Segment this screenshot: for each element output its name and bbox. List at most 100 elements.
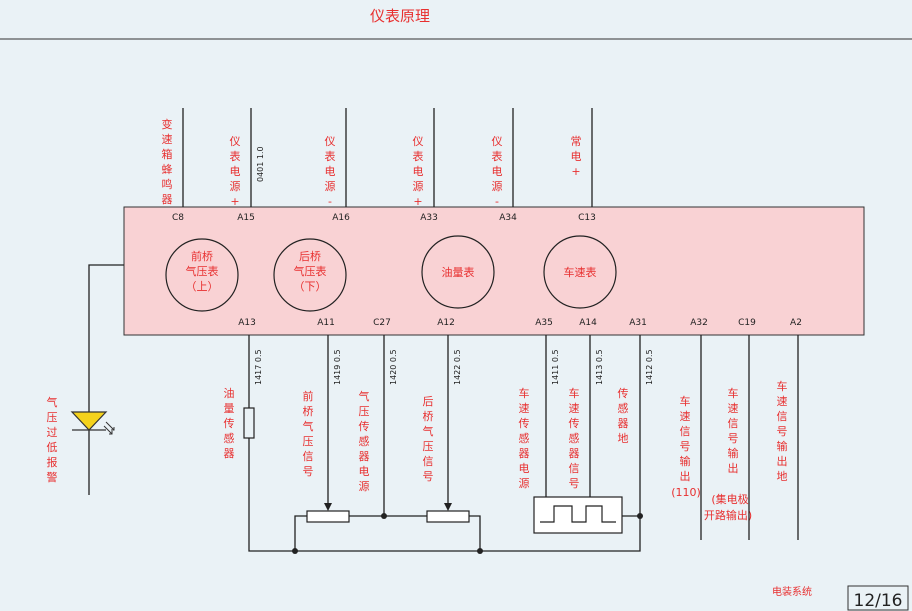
svg-text:传: 传 xyxy=(359,420,370,433)
svg-text:传: 传 xyxy=(519,417,530,430)
pin-A31: A31 xyxy=(629,318,647,328)
svg-text:速: 速 xyxy=(680,410,691,423)
svg-text:仪: 仪 xyxy=(230,135,241,148)
svg-text:输: 输 xyxy=(777,439,788,453)
svg-text:信: 信 xyxy=(303,450,314,463)
speed-sensor xyxy=(533,496,623,534)
svg-text:速: 速 xyxy=(162,133,173,146)
svg-text:电: 电 xyxy=(571,150,582,163)
svg-text:前桥: 前桥 xyxy=(191,249,213,263)
svg-text:感: 感 xyxy=(569,432,580,445)
page-number: 12/16 xyxy=(854,591,903,611)
fuel-sensor-resistor xyxy=(243,407,255,439)
page-box xyxy=(847,585,909,611)
wire-C27: 1420 0.5 xyxy=(389,349,398,385)
page-title: 仪表原理 xyxy=(370,7,430,25)
svg-text:气压表: 气压表 xyxy=(186,264,219,278)
svg-text:信: 信 xyxy=(423,455,434,468)
svg-text:电: 电 xyxy=(492,165,503,178)
svg-text:速: 速 xyxy=(777,395,788,408)
svg-text:过: 过 xyxy=(47,426,58,439)
svg-text:压: 压 xyxy=(47,411,58,424)
svg-text:仪: 仪 xyxy=(413,135,424,148)
svg-text:信: 信 xyxy=(777,410,788,423)
svg-text:信: 信 xyxy=(680,425,691,438)
svg-text:-: - xyxy=(495,195,499,208)
svg-text:桥: 桥 xyxy=(303,405,314,418)
svg-text:信: 信 xyxy=(569,462,580,475)
pin-A15: A15 xyxy=(237,213,255,223)
svg-text:气: 气 xyxy=(47,395,58,409)
wire-A14: 1413 0.5 xyxy=(595,349,604,385)
svg-text:源: 源 xyxy=(325,179,336,193)
gauge-front-air: 前桥 气压表 （上） xyxy=(165,238,239,312)
svg-text:传: 传 xyxy=(224,417,235,430)
rear-pressure-sensor xyxy=(426,510,470,523)
svg-text:压: 压 xyxy=(423,440,434,453)
svg-text:感: 感 xyxy=(618,402,629,415)
gauge-speed: 车速表 xyxy=(543,235,617,309)
svg-text:油: 油 xyxy=(224,386,235,400)
svg-text:压: 压 xyxy=(359,405,370,418)
pin-A14: A14 xyxy=(579,318,597,328)
svg-text:电: 电 xyxy=(230,165,241,178)
svg-text:表: 表 xyxy=(325,149,336,163)
svg-text:气: 气 xyxy=(303,419,314,433)
svg-text:号: 号 xyxy=(728,432,739,445)
wire-A35: 1411 0.5 xyxy=(551,349,560,385)
svg-text:传: 传 xyxy=(618,387,629,400)
svg-text:出: 出 xyxy=(680,469,691,483)
top-pin-label-C13: 常电+ xyxy=(571,135,582,178)
svg-text:输: 输 xyxy=(680,454,691,468)
svg-text:压: 压 xyxy=(303,435,314,448)
svg-text:器: 器 xyxy=(569,447,580,460)
svg-text:感: 感 xyxy=(359,435,370,448)
svg-text:（下）: （下） xyxy=(294,280,327,293)
pin-A33: A33 xyxy=(420,213,438,223)
svg-text:警: 警 xyxy=(47,470,58,484)
label-extra-C19-2: 开路输出) xyxy=(704,508,752,522)
svg-text:地: 地 xyxy=(618,432,629,445)
footer-system: 电装系统 xyxy=(772,585,812,598)
svg-text:仪: 仪 xyxy=(492,135,503,148)
svg-text:蜂: 蜂 xyxy=(162,162,173,176)
svg-text:表: 表 xyxy=(230,149,241,163)
svg-text:号: 号 xyxy=(569,477,580,490)
svg-text:量: 量 xyxy=(224,402,235,415)
svg-text:源: 源 xyxy=(413,179,424,193)
label-extra-A32: (110) xyxy=(671,486,701,499)
svg-text:低: 低 xyxy=(47,441,58,454)
pin-A13: A13 xyxy=(238,318,256,328)
svg-text:器: 器 xyxy=(359,450,370,463)
wire-A31: 1412 0.5 xyxy=(645,349,654,385)
svg-text:+: + xyxy=(413,195,422,208)
svg-text:源: 源 xyxy=(519,476,530,490)
svg-text:源: 源 xyxy=(359,479,370,493)
wire-A12: 1422 0.5 xyxy=(453,349,462,385)
svg-text:车: 车 xyxy=(728,386,739,400)
svg-text:电: 电 xyxy=(359,465,370,478)
svg-text:后: 后 xyxy=(423,395,434,408)
svg-text:号: 号 xyxy=(303,465,314,478)
svg-text:表: 表 xyxy=(413,149,424,163)
svg-text:号: 号 xyxy=(680,440,691,453)
svg-text:车速表: 车速表 xyxy=(564,265,597,279)
pin-A12: A12 xyxy=(437,318,455,328)
pin-A16: A16 xyxy=(332,213,350,223)
wire-A15: 0401 1.0 xyxy=(256,146,265,182)
svg-text:器: 器 xyxy=(519,447,530,460)
